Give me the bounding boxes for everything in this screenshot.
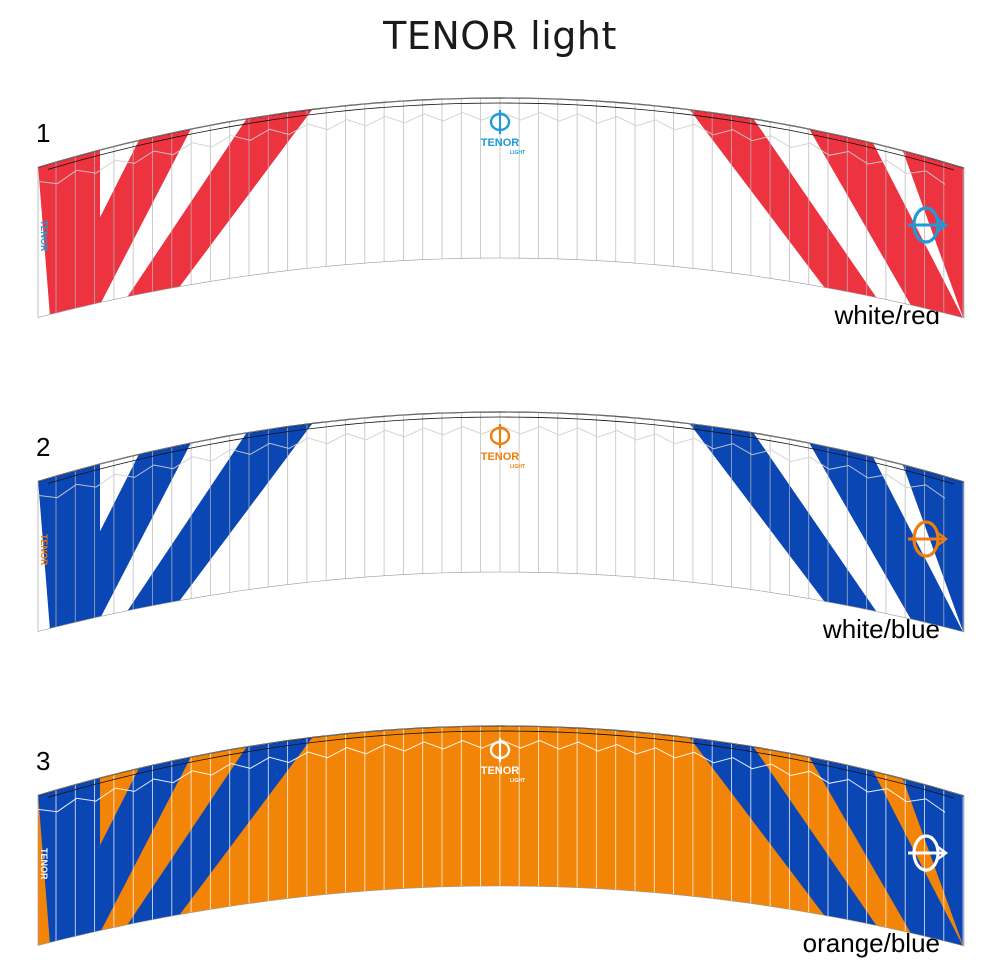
canopy-stripe: [50, 126, 192, 317]
variant-number-1: 1: [36, 118, 51, 148]
wingtip-wordmark: TENOR: [39, 534, 49, 566]
canopy-stripe: [688, 107, 878, 300]
logo-wordmark: TENOR: [481, 765, 520, 777]
wingtip-logo-icon: [908, 520, 948, 558]
canopy-stripe: [688, 735, 878, 928]
logo-subtext: LIGHT: [510, 150, 525, 156]
logo-wordmark: TENOR: [481, 451, 520, 463]
canopy-stripe: [126, 421, 314, 613]
tenor-logo-icon: [489, 424, 511, 448]
wingtip-logo-icon: [908, 834, 948, 872]
wingtip-logo-icon: [908, 206, 948, 244]
canopy-stripe: [688, 421, 878, 614]
tenor-logo-icon: [489, 738, 511, 762]
tenor-logo-icon: [489, 110, 511, 134]
variant-number-3: 3: [36, 746, 51, 776]
page-title: TENOR light: [383, 14, 617, 58]
canopy-stripe: [902, 148, 964, 318]
canopy-stripe: [50, 440, 192, 631]
logo-wordmark: TENOR: [481, 137, 520, 149]
canopy-stripe: [126, 735, 314, 927]
logo-subtext: LIGHT: [510, 778, 525, 784]
canopy-stripe: [126, 107, 314, 299]
wingtip-wordmark: TENOR: [39, 848, 49, 880]
logo-subtext: LIGHT: [510, 464, 525, 470]
variant-number-2: 2: [36, 432, 51, 462]
wingtip-wordmark: TENOR: [39, 220, 49, 252]
canopy-stripe: [50, 754, 192, 945]
